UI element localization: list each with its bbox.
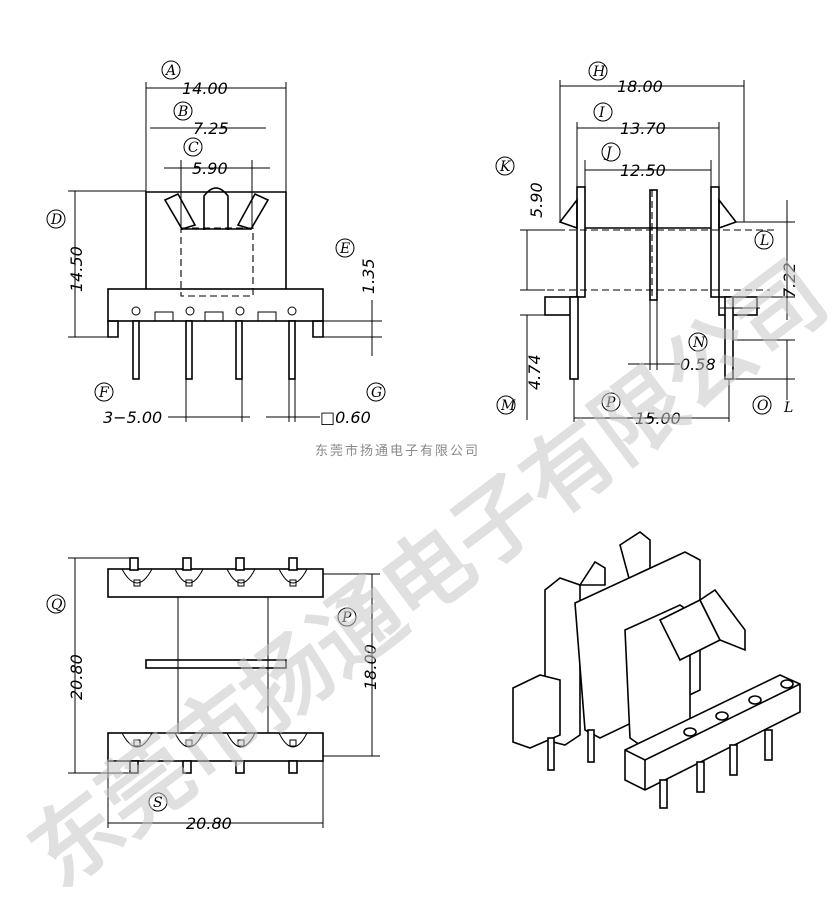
label-k: K: [499, 159, 512, 175]
front-view: A 14.00 B 7.25 C 5.90 D 14.50 E 1.35 F 3…: [46, 60, 386, 427]
label-f: F: [98, 385, 110, 401]
label-h: H: [592, 64, 606, 80]
dim-b: 7.25: [193, 119, 229, 138]
dim-l: 7.22: [780, 262, 799, 298]
company-watermark-small: 东莞市扬通电子有限公司: [315, 443, 480, 459]
dim-c: 5.90: [192, 159, 228, 178]
label-a: A: [164, 63, 176, 79]
dim-s: 20.80: [186, 814, 232, 833]
label-s: S: [153, 795, 163, 811]
label-d: D: [50, 212, 62, 228]
dim-f: 3−5.00: [103, 408, 162, 427]
label-q: Q: [51, 597, 63, 613]
label-m: M: [500, 398, 516, 414]
label-o: O: [757, 398, 769, 414]
label-j: J: [603, 145, 613, 161]
dim-i: 13.70: [620, 119, 666, 138]
label-c: C: [188, 140, 199, 156]
dim-m: 4.74: [525, 354, 544, 390]
label-l: L: [759, 233, 769, 249]
label-b: B: [177, 104, 188, 120]
dim-p: 15.00: [635, 409, 681, 428]
dim-j: 12.50: [620, 161, 666, 180]
dim-k: 5.90: [527, 182, 546, 218]
dim-e: 1.35: [359, 258, 378, 294]
dim-n: 0.58: [680, 355, 716, 374]
dim-h: 18.00: [617, 77, 663, 96]
side-view: H 18.00 I 13.70 J 12.50 K 5.90 L 7.22 M: [495, 61, 799, 428]
label-l2: L: [783, 400, 793, 416]
label-r: P: [341, 610, 352, 626]
dim-g: □0.60: [320, 408, 371, 427]
label-p: P: [605, 395, 616, 411]
bottom-view: Q 20.80 P 18.00 S 20.80: [46, 557, 380, 833]
dim-q: 20.80: [67, 654, 86, 700]
label-n: N: [692, 335, 706, 351]
dim-d: 14.50: [67, 246, 86, 292]
label-i: I: [598, 105, 605, 121]
isometric-view: [512, 531, 801, 809]
dim-a: 14.00: [182, 79, 228, 98]
dim-r: 18.00: [361, 644, 380, 690]
label-g: G: [371, 385, 382, 401]
label-e: E: [339, 241, 350, 257]
